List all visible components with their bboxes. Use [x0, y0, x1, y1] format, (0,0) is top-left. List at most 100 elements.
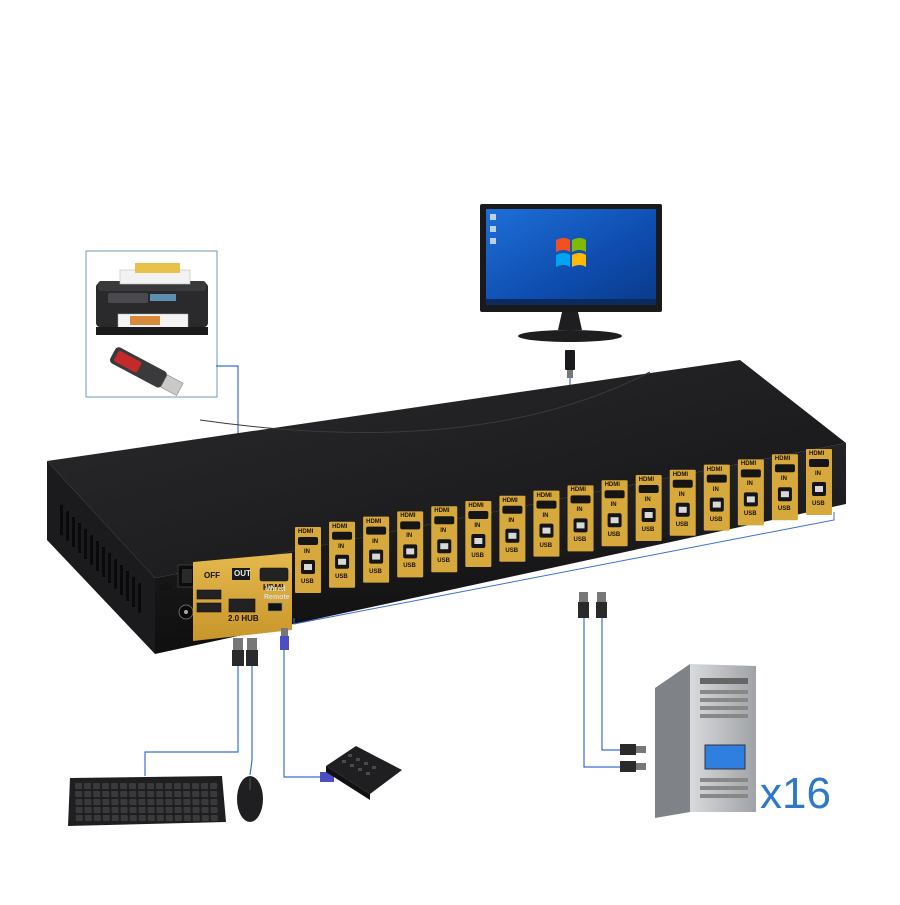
usb-b-port-insert — [644, 512, 653, 518]
hub-usb-port[interactable] — [228, 598, 256, 613]
hdmi-in-port[interactable] — [672, 479, 693, 488]
pc-tower-icon — [655, 664, 756, 818]
keyboard-key — [156, 815, 164, 821]
keyboard-icon — [68, 776, 226, 826]
port-in-label: IN — [746, 481, 753, 488]
keyboard-key — [192, 783, 199, 789]
hdmi-in-port[interactable] — [298, 537, 318, 545]
console-usb-port-2[interactable] — [196, 602, 222, 613]
port-hdmi-label: HDMI — [638, 477, 654, 483]
input-port-group — [465, 501, 492, 567]
usb-b-port-insert — [610, 517, 619, 524]
keyboard-key — [120, 799, 128, 805]
port-usb-label: USB — [369, 568, 382, 575]
port-in-label: IN — [644, 497, 651, 503]
keyboard-key — [174, 791, 182, 797]
keyboard-key — [75, 807, 83, 813]
keyboard-key — [147, 807, 155, 813]
port-in-label: IN — [440, 528, 447, 535]
keyboard-key — [147, 783, 154, 789]
port-in-label: IN — [338, 543, 345, 550]
usb-flash-drive-icon — [109, 347, 184, 397]
keyboard-key — [129, 815, 137, 821]
keyboard-key — [147, 799, 155, 805]
keyboard-key — [174, 815, 182, 821]
keyboard-key — [93, 799, 101, 805]
port-in-label: IN — [610, 502, 617, 509]
input-port-group — [329, 521, 356, 588]
port-hdmi-label: HDMI — [468, 503, 484, 509]
usb-b-port-insert — [304, 564, 312, 570]
hdmi-in-port[interactable] — [332, 531, 353, 540]
input-port-group — [703, 464, 730, 531]
monitor-icon — [480, 204, 662, 378]
usb-b-port-insert — [406, 548, 415, 555]
keyboard-key — [93, 783, 100, 789]
hdmi-in-port[interactable] — [502, 505, 523, 514]
input-port-group — [295, 527, 321, 593]
keyboard-key — [111, 783, 118, 789]
tower-display — [704, 744, 746, 770]
keyboard-key — [192, 799, 200, 805]
input-port-group — [771, 454, 798, 521]
hdmi-in-port[interactable] — [809, 459, 829, 467]
hdmi-in-port[interactable] — [400, 521, 421, 530]
usb-b-port-insert — [678, 506, 687, 513]
usb-b-port-insert — [712, 501, 721, 508]
input-port-group — [635, 475, 662, 541]
hdmi-out-label: HDMI — [263, 583, 284, 592]
hdmi-in-port[interactable] — [536, 500, 557, 509]
port-hdmi-label: HDMI — [332, 523, 348, 530]
keyboard-key — [102, 815, 110, 821]
port-in-label: IN — [508, 517, 515, 524]
keyboard-key — [129, 807, 137, 813]
port-in-label: IN — [542, 512, 549, 519]
keyboard-key — [111, 807, 119, 813]
keyboard-key — [210, 799, 218, 805]
cable-plugs-bottom — [232, 592, 646, 782]
hdmi-in-port[interactable] — [468, 511, 489, 519]
hdmi-in-port[interactable] — [434, 516, 455, 525]
keyboard-key — [93, 815, 101, 821]
keyboard-key — [84, 799, 92, 805]
port-hdmi-label: HDMI — [672, 471, 689, 478]
keyboard-key — [84, 791, 92, 797]
keyboard-key — [183, 807, 191, 813]
hdmi-in-port[interactable] — [570, 495, 591, 504]
port-hdmi-label: HDMI — [434, 508, 450, 515]
port-usb-label: USB — [675, 521, 689, 528]
port-in-label: IN — [406, 533, 413, 540]
keyboard-key — [120, 783, 127, 789]
hdmi-in-port[interactable] — [638, 485, 659, 493]
keyboard-key — [156, 783, 163, 789]
keyboard-key — [210, 815, 218, 821]
keyboard-key — [129, 799, 137, 805]
keyboard-key — [75, 791, 83, 797]
keyboard-key — [84, 807, 92, 813]
input-port-group — [567, 485, 594, 552]
hdmi-out-port[interactable] — [259, 567, 289, 582]
hdmi-in-port[interactable] — [740, 469, 761, 478]
wired-remote-port[interactable] — [267, 602, 283, 612]
port-usb-label: USB — [641, 527, 655, 533]
side-vents — [60, 505, 141, 613]
port-in-label: IN — [712, 486, 719, 493]
keyboard-key — [102, 799, 110, 805]
console-usb-port-1[interactable] — [196, 589, 222, 600]
hdmi-in-port[interactable] — [706, 474, 727, 483]
keyboard-key — [129, 791, 137, 797]
hdmi-in-port[interactable] — [774, 464, 795, 473]
port-usb-label: USB — [573, 537, 587, 544]
usb-b-port-insert — [746, 496, 755, 503]
keyboard-key — [183, 815, 191, 821]
keyboard-key — [165, 815, 173, 821]
keyboard-key — [102, 791, 110, 797]
hdmi-in-port[interactable] — [366, 526, 387, 535]
keyboard-key — [93, 807, 101, 813]
hdmi-in-port[interactable] — [604, 490, 625, 499]
port-hdmi-label: HDMI — [570, 487, 586, 494]
port-usb-label: USB — [743, 511, 757, 518]
remote-label-1: Wired — [266, 586, 286, 593]
